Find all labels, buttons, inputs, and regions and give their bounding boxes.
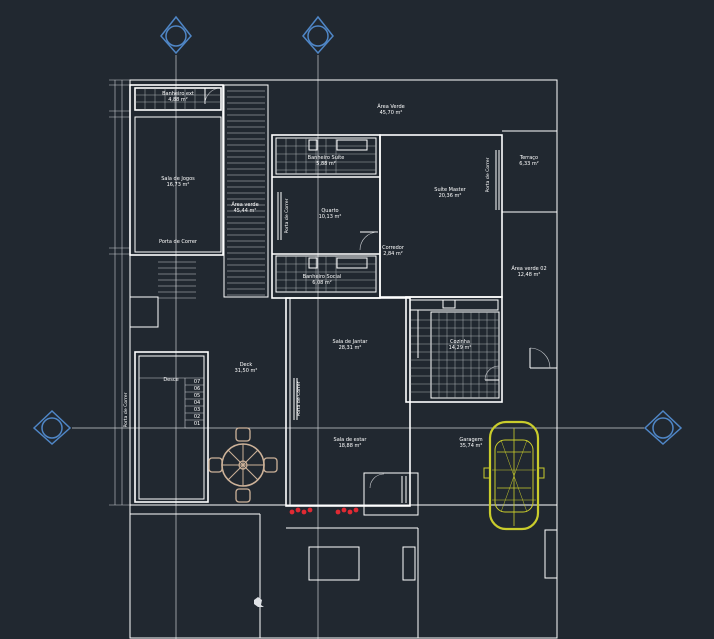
room-area-suite-master: 20,36 m² (439, 193, 462, 199)
room-area-quarto: 10,13 m² (319, 214, 342, 220)
room-area-sala-jantar: 28,31 m² (339, 345, 362, 351)
axis-lines (72, 55, 644, 639)
axis-marker-top-left (160, 15, 192, 55)
room-area-banheiro-ext: 4,88 m² (168, 97, 188, 103)
room-area-sala-jogos: 16,73 m² (167, 182, 190, 188)
label-porta-correr-deck: Porta de Correr (123, 392, 129, 427)
label-porta-correr-jantar: Porta de Correr (296, 381, 302, 416)
room-name-cozinha: Cozinha (450, 339, 470, 345)
hatch-walkway-center (223, 84, 269, 298)
site-outline (129, 79, 558, 639)
room-labels: Banheiro ext 4,88 m² Área Verde 45,70 m²… (161, 91, 546, 449)
stair-step-number: 03 (194, 407, 200, 413)
room-area-sala-estar: 18,88 m² (339, 443, 362, 449)
room-name-banheiro-suite: Banheiro Suíte (308, 154, 345, 161)
room-name-area-verde-mid: Área verde (231, 201, 258, 208)
room-area-banheiro-social: 6,08 m² (312, 280, 332, 286)
room-name-corredor: Corredor (382, 245, 405, 251)
block-living (285, 297, 419, 516)
label-porta-correr-suite: Porta de Correr (485, 157, 491, 192)
room-name-suite-master: Suíte Master (434, 186, 466, 193)
room-area-deck: 31,50 m² (235, 368, 258, 374)
planter-box (129, 296, 159, 328)
hatch-walkway-west (158, 261, 196, 299)
stair-step-number: 05 (194, 393, 200, 399)
round-table-icon (208, 427, 278, 503)
stair-step-number: 02 (194, 414, 200, 420)
room-name-sala-jantar: Sala de Jantar (333, 339, 369, 345)
room-name-area-verde-top: Área Verde (377, 103, 404, 110)
label-desce: Desce (163, 377, 178, 383)
block-garage (529, 347, 557, 369)
room-area-cozinha: 14,29 m² (449, 345, 472, 351)
room-name-banheiro-social: Banheiro Social (303, 274, 342, 280)
room-name-area-verde-02: Área verde 02 (511, 265, 546, 272)
dimension-lines (109, 79, 130, 506)
room-area-area-verde-top: 45,70 m² (380, 110, 403, 116)
axis-marker-top-right (302, 15, 334, 55)
label-porta-correr-quarto: Porta de Correr (284, 198, 290, 233)
label-porta-correr-jogos: Porta de Correr (159, 239, 198, 245)
car-icon (483, 420, 545, 531)
stair-step-number: 06 (194, 386, 200, 392)
room-area-banheiro-suite: 5,88 m² (316, 161, 336, 167)
room-area-corredor: 2,84 m² (383, 251, 403, 257)
room-name-quarto: Quarto (321, 208, 338, 214)
room-area-area-verde-mid: 45,44 m² (234, 208, 257, 214)
room-name-banheiro-ext: Banheiro ext (162, 91, 194, 97)
block-west (129, 84, 224, 256)
stair-step-number: 04 (194, 400, 200, 406)
stair-step-number: 07 (194, 379, 200, 385)
axis-marker-left (32, 409, 72, 446)
room-name-garagem: Garagem (459, 437, 482, 443)
exterior-elements (254, 546, 416, 607)
room-area-garagem: 35,74 m² (460, 443, 483, 449)
axis-marker-right (643, 409, 683, 446)
room-area-area-verde-02: 12,48 m² (518, 272, 541, 278)
block-kitchen (405, 296, 503, 403)
deck-area (134, 351, 209, 503)
room-name-terraco: Terraço (519, 155, 538, 161)
room-name-sala-estar: Sala de estar (334, 437, 368, 443)
room-name-deck: Deck (240, 362, 253, 368)
block-center (271, 134, 381, 299)
stair-step-number: 01 (194, 421, 200, 427)
room-area-terraco: 6,33 m² (519, 161, 539, 167)
door-labels: Porta de Correr Porta de Correr Porta de… (123, 157, 491, 427)
plants-icon (289, 507, 359, 515)
room-name-sala-jogos: Sala de Jogos (161, 176, 195, 182)
